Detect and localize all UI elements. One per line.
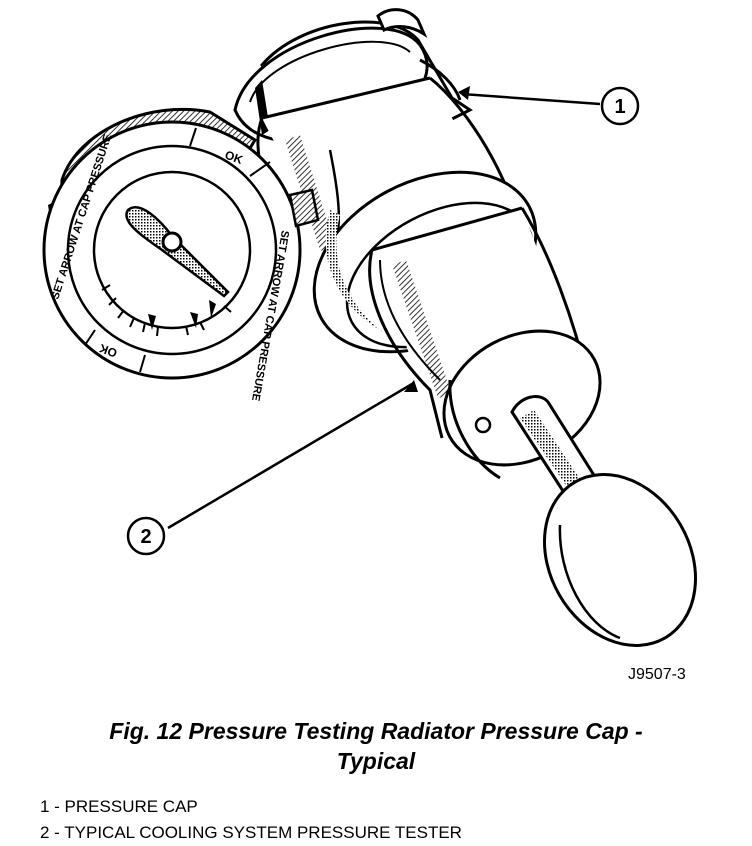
figure-id: J9507-3: [628, 666, 686, 683]
figure-caption: Fig. 12 Pressure Testing Radiator Pressu…: [20, 716, 732, 776]
callout-1: 1: [600, 86, 640, 126]
callout-2: 2: [126, 516, 166, 556]
leader-line-1: [461, 92, 601, 106]
callout-2-number: 2: [140, 526, 151, 548]
pressure-tester-illustration: SET ARROW AT CAP PRESSURE SET ARROW AT C…: [42, 8, 697, 647]
gauge-ok-top: OK: [223, 148, 245, 167]
gauge-ticks: [101, 284, 232, 337]
plunger: [510, 395, 697, 647]
legend: 1 - PRESSURE CAP 2 - TYPICAL COOLING SYS…: [40, 794, 462, 846]
legend-item-1: 1 - PRESSURE CAP: [40, 797, 198, 816]
leader-line-2: [167, 382, 413, 530]
pressure-gauge: SET ARROW AT CAP PRESSURE SET ARROW AT C…: [42, 107, 320, 402]
legend-item-2: 2 - TYPICAL COOLING SYSTEM PRESSURE TEST…: [40, 823, 462, 842]
gauge-pivot: [161, 231, 183, 253]
caption-line-2: Typical: [336, 748, 416, 774]
gauge-ok-bottom: OK: [97, 341, 119, 360]
gauge-needle: [125, 206, 230, 298]
caption-line-1: Fig. 12 Pressure Testing Radiator Pressu…: [109, 718, 643, 744]
callout-1-number: 1: [614, 96, 625, 118]
